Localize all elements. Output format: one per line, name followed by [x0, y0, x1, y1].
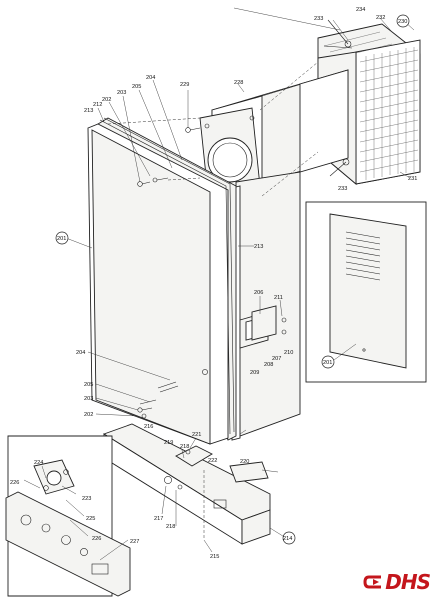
label-208: 208	[264, 362, 273, 368]
label-215: 215	[210, 554, 219, 560]
label-213b: 213	[254, 244, 263, 250]
label-233b: 233	[338, 186, 347, 192]
label-214: 214	[283, 536, 292, 542]
label-221: 221	[192, 432, 201, 438]
label-201: 201	[57, 236, 66, 242]
label-205b: 205	[84, 382, 93, 388]
label-231: 231	[408, 176, 417, 182]
cover-seal-strip	[99, 117, 235, 435]
label-229: 229	[180, 82, 189, 88]
label-207: 207	[272, 356, 281, 362]
label-233: 233	[314, 16, 323, 22]
side-louvre-cover	[305, 201, 427, 383]
label-224: 224	[34, 460, 43, 466]
label-204: 204	[146, 75, 155, 81]
lower-fixing-screws	[137, 381, 179, 419]
control-fascia-inset	[5, 435, 131, 597]
label-201-inset: 201	[323, 360, 332, 366]
brand-logo-text: DHS	[385, 570, 431, 594]
label-225: 225	[86, 516, 95, 522]
label-223: 223	[82, 496, 91, 502]
assembly-lines	[107, 61, 319, 540]
callouts: 234 232 230 233 233 231 228 229 204 205 …	[10, 7, 417, 561]
label-226b: 226	[92, 536, 101, 542]
label-226: 226	[10, 480, 19, 486]
label-203: 203	[117, 90, 126, 96]
label-230: 230	[398, 19, 407, 25]
label-227: 227	[130, 539, 139, 545]
arrow-hook-icon	[363, 575, 382, 589]
label-218b: 218	[166, 524, 175, 530]
label-210: 210	[284, 350, 293, 356]
label-220: 220	[240, 459, 249, 465]
label-212: 212	[93, 102, 102, 108]
sight-glass-assembly	[239, 305, 287, 349]
label-204b: 204	[76, 350, 85, 356]
label-202: 202	[102, 97, 111, 103]
label-222: 222	[208, 458, 217, 464]
label-213: 213	[84, 108, 93, 114]
label-232: 232	[376, 15, 385, 21]
label-219: 219	[164, 440, 173, 446]
label-228: 228	[234, 80, 243, 86]
label-211: 211	[274, 295, 283, 301]
label-218: 218	[180, 444, 189, 450]
label-234: 234	[356, 7, 365, 13]
label-203b: 203	[84, 396, 93, 402]
brand-logo: DHS	[363, 570, 431, 594]
control-panel-housing	[102, 423, 271, 545]
label-216: 216	[144, 424, 153, 430]
label-205: 205	[132, 84, 141, 90]
label-209: 209	[250, 370, 259, 376]
appliance-back-casing	[231, 171, 301, 441]
label-206: 206	[254, 290, 263, 296]
label-202b: 202	[84, 412, 93, 418]
label-217: 217	[154, 516, 163, 522]
